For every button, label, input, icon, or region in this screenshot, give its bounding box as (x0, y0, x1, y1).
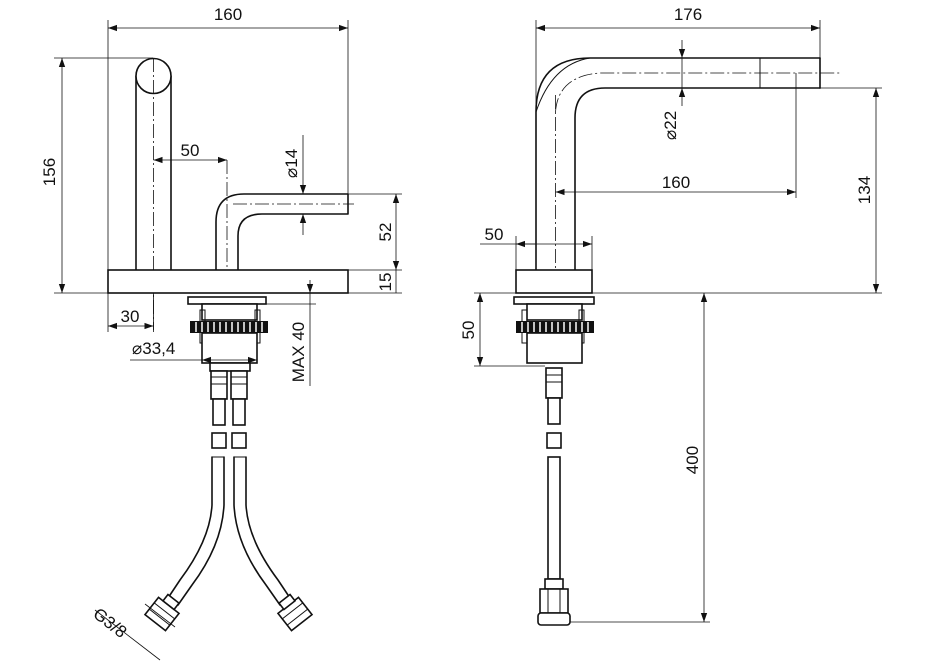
dim-label-400: 400 (683, 446, 702, 474)
dim-right-width: 176 (535, 5, 821, 115)
dim-base-offset: 30 (107, 293, 154, 332)
dim-label-52: 52 (376, 223, 395, 242)
dim-label-dia-14: ⌀14 (282, 149, 301, 178)
diameter-symbol: ⌀ (132, 339, 142, 358)
dim-label-134: 134 (855, 176, 874, 204)
dim-label-g3-8: G3/8 (90, 604, 131, 642)
dim-label-50-base: 50 (485, 225, 504, 244)
dim-right-height: 134 (592, 87, 882, 294)
hoses-left (143, 370, 314, 632)
dim-label-160-left: 160 (214, 5, 242, 24)
dim-hose-length: 400 (570, 293, 710, 623)
base-collar (515, 269, 593, 294)
dim-label-50-deck: 50 (459, 321, 478, 340)
spout-column (135, 57, 172, 330)
dim-spout-diameter: ⌀22 (661, 40, 686, 140)
dim-label-dia-22: ⌀22 (661, 111, 680, 140)
dim-right-base: 50 (480, 225, 593, 270)
diameter-symbol: ⌀ (661, 130, 680, 140)
dim-label-max-40: MAX 40 (289, 322, 308, 382)
dim-label-160-reach: 160 (662, 173, 690, 192)
dim-label-dia-33-4: ⌀33,4 (132, 339, 175, 358)
dim-label-156: 156 (40, 158, 59, 186)
bent-spout (535, 57, 840, 274)
dim-label-15: 15 (376, 273, 395, 292)
dim-shank-diameter: ⌀33,4 (130, 339, 257, 364)
dim-spout-reach: 160 (555, 73, 797, 198)
dim-value-14: 14 (282, 149, 301, 168)
dim-left-width: 160 (107, 5, 349, 270)
hose-right (537, 367, 571, 626)
dim-handle-height: 52 15 (348, 193, 402, 294)
dim-max-thickness: MAX 40 (266, 280, 316, 386)
base-plate (107, 269, 349, 294)
dim-handle-diameter: ⌀14 (282, 135, 307, 235)
fixing-assembly-right (513, 296, 595, 364)
dim-value-22: 22 (661, 111, 680, 130)
dim-below-deck: 50 (459, 292, 545, 367)
dim-left-height: 156 (40, 57, 153, 294)
dim-value-33-4: 33,4 (142, 339, 175, 358)
diameter-symbol: ⌀ (282, 168, 301, 178)
left-view: 160 156 50 ⌀14 52 (40, 5, 402, 661)
dim-label-176: 176 (674, 5, 702, 24)
dim-spout-offset: 50 (153, 141, 227, 164)
handle-lever (215, 160, 354, 276)
dim-label-50-offset: 50 (181, 141, 200, 160)
dim-label-30: 30 (121, 307, 140, 326)
fixing-assembly-left (187, 296, 268, 372)
right-view: 176 ⌀22 160 134 (459, 5, 882, 626)
